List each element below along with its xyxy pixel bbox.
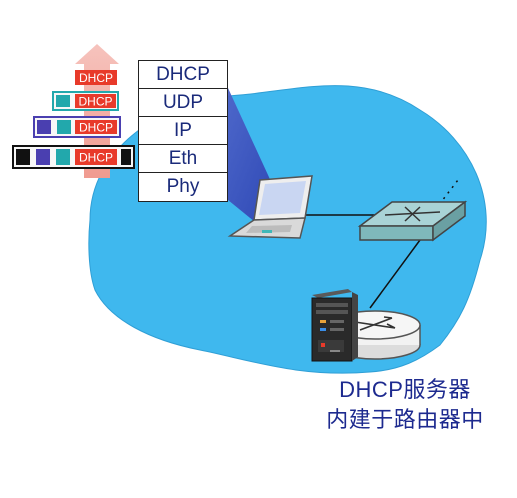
link-switch-router — [369, 239, 421, 309]
dhcp-box-eth: DHCP — [75, 149, 117, 165]
stack-layer-ip: IP — [139, 117, 227, 145]
stack-layer-phy: Phy — [166, 176, 200, 197]
stack-layer-eth: Eth — [139, 145, 227, 173]
laptop-icon — [227, 175, 313, 239]
switch-icon — [357, 200, 468, 242]
caption-line-1: DHCP服务器 — [339, 377, 471, 402]
dhcp-packet-label: DHCP — [79, 71, 113, 85]
server-icon — [311, 289, 358, 362]
dhcp-box-ip: DHCP — [75, 120, 117, 135]
dhcp-box-top: DHCP — [75, 70, 117, 85]
dhcp-box-udp: DHCP — [75, 94, 116, 109]
stack-layer-udp: UDP — [139, 89, 227, 117]
stack-layer-dhcp: DHCP — [139, 61, 227, 89]
dhcp-packet-label: DHCP — [79, 151, 113, 165]
dhcp-packet-label: DHCP — [78, 95, 112, 109]
caption-line-2: 内建于路由器中 — [326, 407, 484, 432]
dhcp-packet-label: DHCP — [79, 121, 113, 135]
